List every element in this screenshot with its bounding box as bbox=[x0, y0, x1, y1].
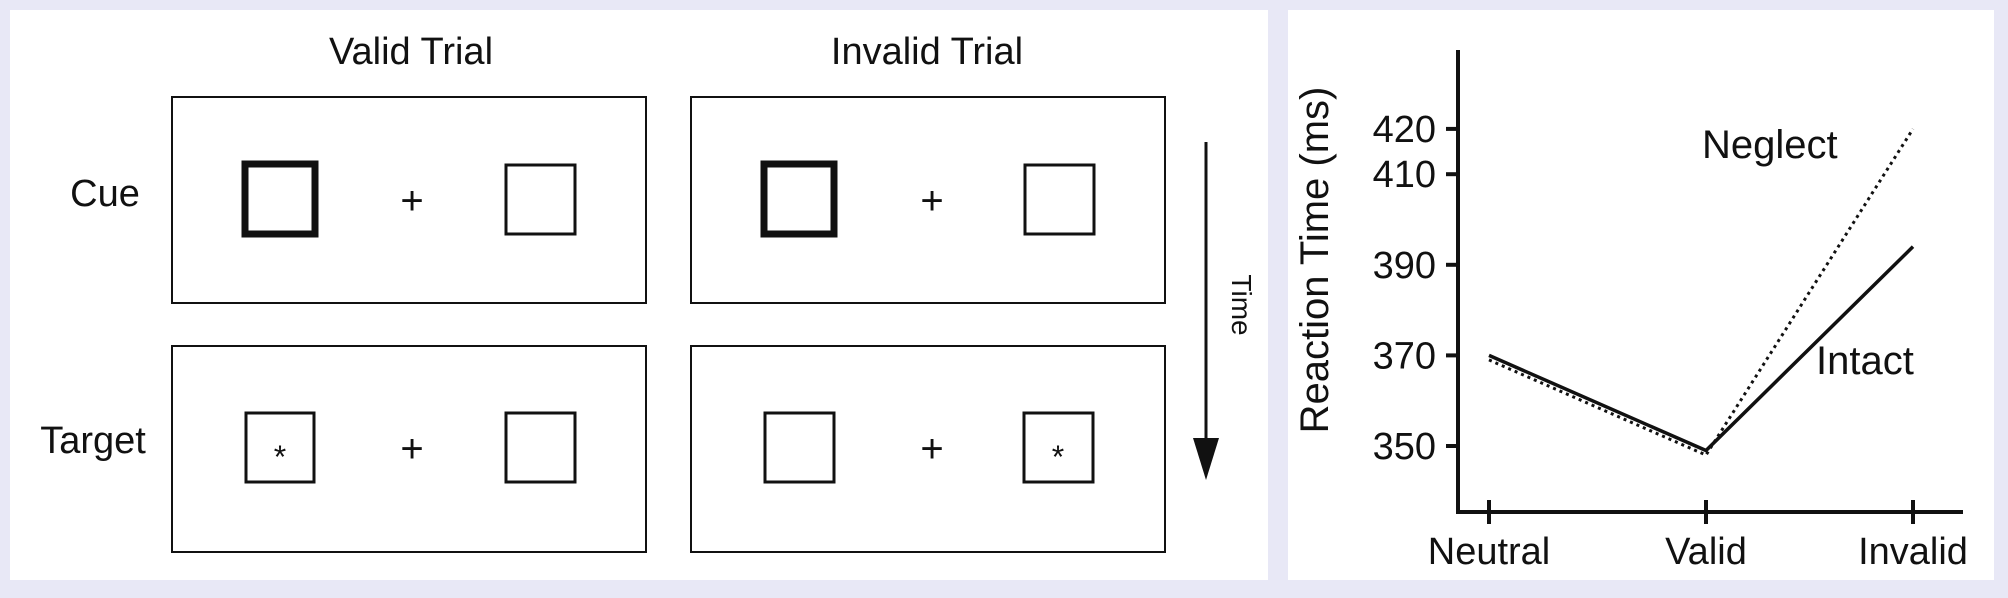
y-tick-label: 390 bbox=[1373, 245, 1436, 287]
x-tick-label: Invalid bbox=[1858, 531, 1968, 573]
fixation-cross: + bbox=[400, 427, 423, 471]
series-label-neglect: Neglect bbox=[1702, 123, 1838, 167]
paradigm-diagram-panel: Valid Trial Invalid Trial Cue Target + +… bbox=[10, 10, 1268, 580]
invalid-target-frame: + * bbox=[690, 345, 1166, 553]
y-tick-label: 420 bbox=[1373, 109, 1436, 151]
cued-box-left bbox=[760, 160, 838, 238]
screen-frame bbox=[171, 345, 647, 553]
series-label-intact: Intact bbox=[1816, 339, 1914, 383]
cued-box-left bbox=[241, 160, 319, 238]
target-row-label: Target bbox=[40, 420, 146, 462]
valid-cue-frame: + bbox=[171, 96, 647, 304]
placeholder-box-right bbox=[504, 163, 577, 236]
placeholder-box-right bbox=[504, 411, 577, 484]
time-arrow-head bbox=[1193, 438, 1219, 480]
y-tick-label: 350 bbox=[1373, 426, 1436, 468]
fixation-cross: + bbox=[400, 179, 423, 223]
x-ticks: Neutral Valid Invalid bbox=[1428, 500, 1968, 573]
placeholder-box-right bbox=[1023, 163, 1096, 236]
cue-row-label: Cue bbox=[70, 173, 140, 215]
fixation-cross: + bbox=[920, 179, 943, 223]
screen-frame bbox=[690, 96, 1166, 304]
series-line-intact bbox=[1488, 245, 1915, 453]
fixation-cross: + bbox=[920, 427, 943, 471]
time-arrow bbox=[1193, 142, 1219, 480]
target-box-right bbox=[1022, 411, 1095, 484]
target-asterisk: * bbox=[1052, 439, 1064, 475]
series-line-neglect bbox=[1488, 128, 1915, 457]
y-axis-label: Reaction Time (ms) bbox=[1293, 87, 1337, 434]
target-asterisk: * bbox=[274, 439, 286, 475]
invalid-cue-frame: + bbox=[690, 96, 1166, 304]
placeholder-box-left bbox=[763, 411, 836, 484]
valid-trial-title: Valid Trial bbox=[329, 31, 493, 73]
x-tick-label: Valid bbox=[1665, 531, 1747, 573]
y-tick-label: 410 bbox=[1373, 154, 1436, 196]
y-tick-label: 370 bbox=[1373, 335, 1436, 377]
x-tick-label: Neutral bbox=[1428, 531, 1551, 573]
screen-frame bbox=[171, 96, 647, 304]
screen-frame bbox=[690, 345, 1166, 553]
valid-target-frame: * + bbox=[171, 345, 647, 553]
invalid-trial-title: Invalid Trial bbox=[831, 31, 1023, 73]
time-label: Time bbox=[1226, 274, 1257, 335]
series-lines bbox=[1488, 128, 1915, 457]
target-box-left bbox=[244, 411, 316, 484]
paradigm-diagram: Valid Trial Invalid Trial Cue Target + +… bbox=[40, 31, 1257, 553]
